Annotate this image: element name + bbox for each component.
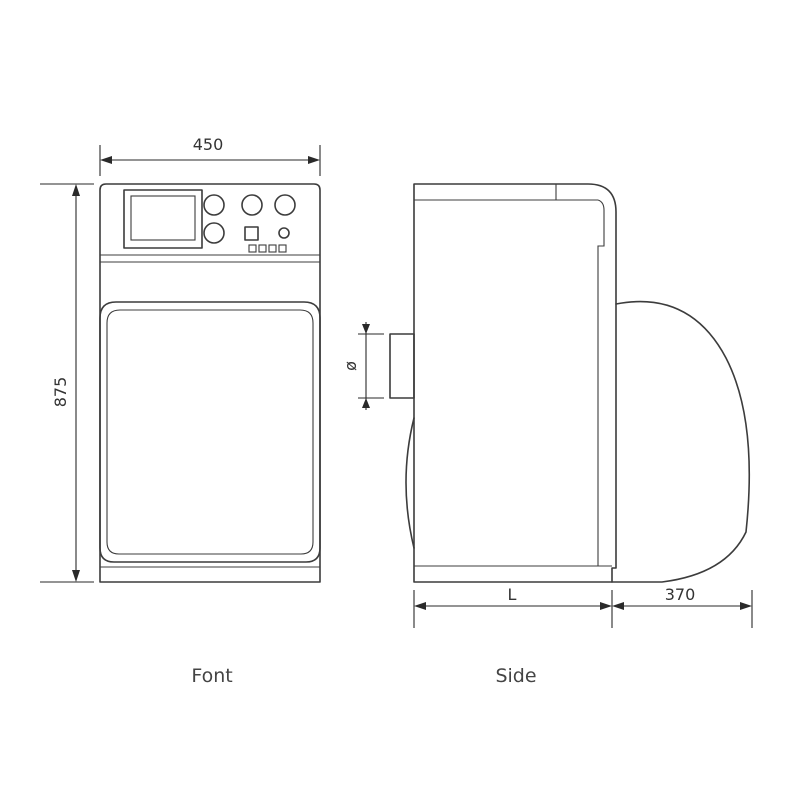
front-caption: Font [191, 665, 232, 687]
front-door-inner [106, 309, 314, 555]
front-body-outline [99, 183, 321, 583]
side-burner-casing [611, 300, 751, 583]
side-view [389, 183, 751, 583]
side-inner-wall [597, 199, 605, 566]
front-width-dimension: 450 [99, 135, 321, 176]
side-burner-label: 370 [665, 585, 696, 604]
side-diameter-label: ø [341, 361, 360, 371]
side-depth-label: L [508, 585, 517, 604]
front-display-outer [123, 189, 203, 249]
side-rear-bulge [405, 417, 415, 549]
front-height-dimension: 875 [40, 183, 94, 583]
front-knob-2 [241, 194, 263, 216]
side-burner-dimension: 370 [612, 585, 753, 628]
side-body-outline [413, 183, 617, 583]
front-width-label: 450 [193, 135, 224, 154]
front-knob-1 [203, 194, 225, 216]
front-button-1 [248, 244, 257, 253]
side-caption: Side [495, 665, 536, 687]
front-display-inner [130, 195, 196, 241]
front-knob-3 [274, 194, 296, 216]
front-indicator [278, 227, 290, 239]
front-view [99, 183, 321, 583]
side-depth-dimension: L [413, 585, 613, 628]
front-knob-4 [203, 222, 225, 244]
side-diameter-dimension: ø [341, 322, 384, 410]
front-height-label: 875 [51, 377, 70, 408]
front-switch [244, 226, 259, 241]
front-button-2 [258, 244, 267, 253]
side-flue-pipe [389, 333, 415, 399]
front-button-3 [268, 244, 277, 253]
front-button-4 [278, 244, 287, 253]
front-door-outer [99, 301, 321, 563]
